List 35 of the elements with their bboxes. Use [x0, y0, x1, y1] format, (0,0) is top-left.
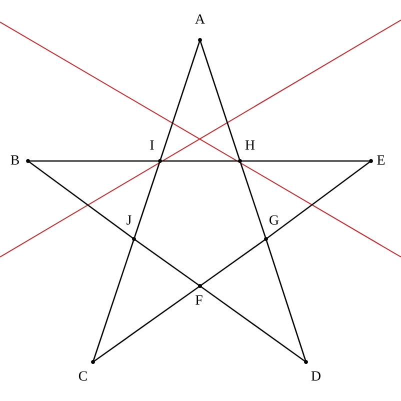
- point: [238, 159, 242, 163]
- point-label: J: [126, 215, 132, 225]
- line-segment: [240, 160, 371, 162]
- point: [198, 284, 202, 288]
- point-label: C: [78, 371, 87, 381]
- point-label: I: [150, 140, 154, 150]
- point: [369, 159, 373, 163]
- point: [132, 237, 136, 241]
- line-segment: [199, 40, 241, 162]
- point-label: A: [195, 14, 205, 24]
- line-segment: [265, 238, 307, 362]
- point: [158, 159, 162, 163]
- point: [198, 38, 202, 42]
- point: [304, 360, 308, 364]
- line-segment: [200, 238, 266, 287]
- point-label: D: [311, 371, 320, 381]
- point-label: B: [10, 155, 19, 165]
- line-segment: [134, 238, 200, 287]
- line-segment: [28, 160, 134, 240]
- line-segment: [160, 160, 240, 162]
- line-segment: [266, 160, 372, 240]
- point-label: H: [245, 140, 255, 150]
- line-segment: [133, 160, 161, 240]
- point: [26, 159, 30, 163]
- point: [264, 237, 268, 241]
- point-label: G: [270, 215, 279, 225]
- line-segment: [92, 285, 200, 363]
- point: [91, 360, 95, 364]
- line-segment: [28, 160, 160, 162]
- line-segment: [200, 285, 306, 363]
- line-segment: [159, 40, 201, 162]
- line-segment: [92, 238, 135, 362]
- point-label: E: [377, 155, 385, 165]
- line-segment: [239, 160, 267, 240]
- point-label: F: [196, 295, 202, 305]
